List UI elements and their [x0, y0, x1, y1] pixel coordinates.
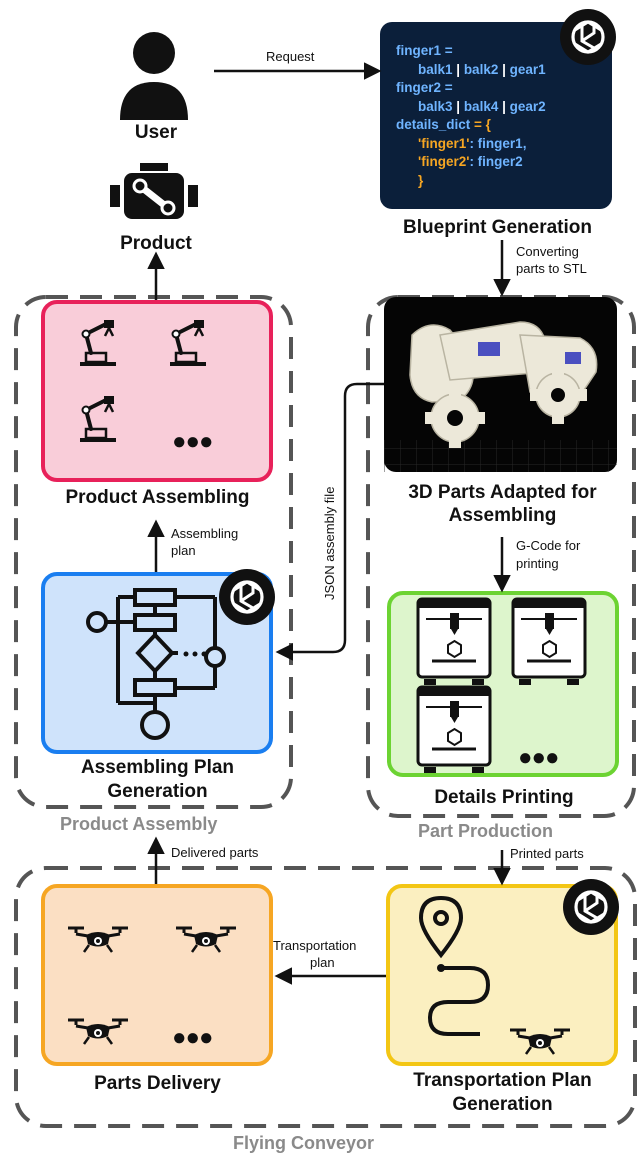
edge-label-converting-1: Converting — [516, 244, 579, 259]
more-printers-icon: ●●● — [518, 744, 559, 771]
parts-3d-render — [384, 297, 617, 472]
user-icon — [120, 32, 188, 120]
code-token: : finger2 — [469, 154, 523, 169]
product-assembling-box — [41, 300, 273, 482]
more-drones-icon: ●●● — [172, 1024, 213, 1051]
blueprint-code-box — [380, 22, 612, 209]
edge-label-converting-2: parts to STL — [516, 261, 587, 276]
edge-label-assembling-plan-2: plan — [171, 543, 196, 558]
code-token: } — [418, 172, 424, 188]
edge-label-transport-2: plan — [310, 955, 335, 970]
edge-label-json: JSON assembly file — [322, 486, 337, 600]
more-robots-icon: ●●● — [172, 428, 213, 455]
parts-delivery-label: Parts Delivery — [94, 1073, 221, 1094]
blueprint-code: finger1 = balk1 | balk2 | gear1 finger2 … — [396, 43, 546, 188]
transport-plan-label-2: Generation — [452, 1094, 553, 1115]
code-token: gear1 — [509, 61, 546, 77]
assembling-plan-label-1: Assembling Plan — [80, 757, 235, 778]
details-printing-label: Details Printing — [434, 787, 574, 808]
transport-plan-label-1: Transportation Plan — [413, 1070, 592, 1091]
blueprint-label: Blueprint Generation — [403, 217, 592, 238]
edge-label-delivered: Delivered parts — [171, 845, 259, 860]
parts3d-label-1: 3D Parts Adapted for — [408, 482, 597, 503]
group-flying-conveyor-boundary — [14, 866, 637, 1128]
parts3d-label-2: Assembling — [448, 505, 557, 526]
assembling-plan-label-2: Generation — [107, 781, 208, 802]
edge-json — [275, 382, 384, 661]
edge-label-assembling-plan-1: Assembling — [171, 526, 239, 541]
code-token: : finger1, — [469, 135, 527, 151]
code-token: details_dict — [396, 117, 471, 132]
code-token: balk3 — [418, 98, 453, 114]
product-assembling-label: Product Assembling — [65, 487, 250, 508]
code-token: 'finger1' — [418, 135, 470, 151]
flowchart-icon — [86, 588, 226, 740]
edge-label-request: Request — [266, 49, 315, 64]
user-label: User — [134, 122, 178, 143]
edge-label-printed: Printed parts — [510, 846, 584, 861]
code-line-3: finger2 = — [396, 80, 453, 95]
engine-icon — [110, 163, 198, 219]
group-product-assembly-boundary — [14, 295, 293, 809]
route-pin-icon — [418, 895, 491, 1036]
code-line-1: finger1 = — [396, 43, 453, 58]
code-token: = { — [470, 117, 491, 132]
product-label: Product — [120, 233, 192, 254]
group-flying-conveyor-label: Flying Conveyor — [233, 1133, 375, 1153]
parts-delivery-box — [41, 884, 273, 1066]
code-token: balk1 — [418, 61, 453, 77]
edge-label-gcode-1: G-Code for — [516, 538, 581, 553]
code-token: 'finger2' — [418, 154, 470, 169]
group-product-assembly-label: Product Assembly — [60, 814, 218, 834]
edge-label-transport-1: Transportation — [273, 938, 357, 953]
edge-label-gcode-2: printing — [516, 556, 559, 571]
code-token: balk2 — [463, 61, 499, 77]
code-token: gear2 — [509, 98, 546, 114]
code-token: balk4 — [463, 98, 499, 114]
group-part-production-label: Part Production — [418, 821, 554, 841]
